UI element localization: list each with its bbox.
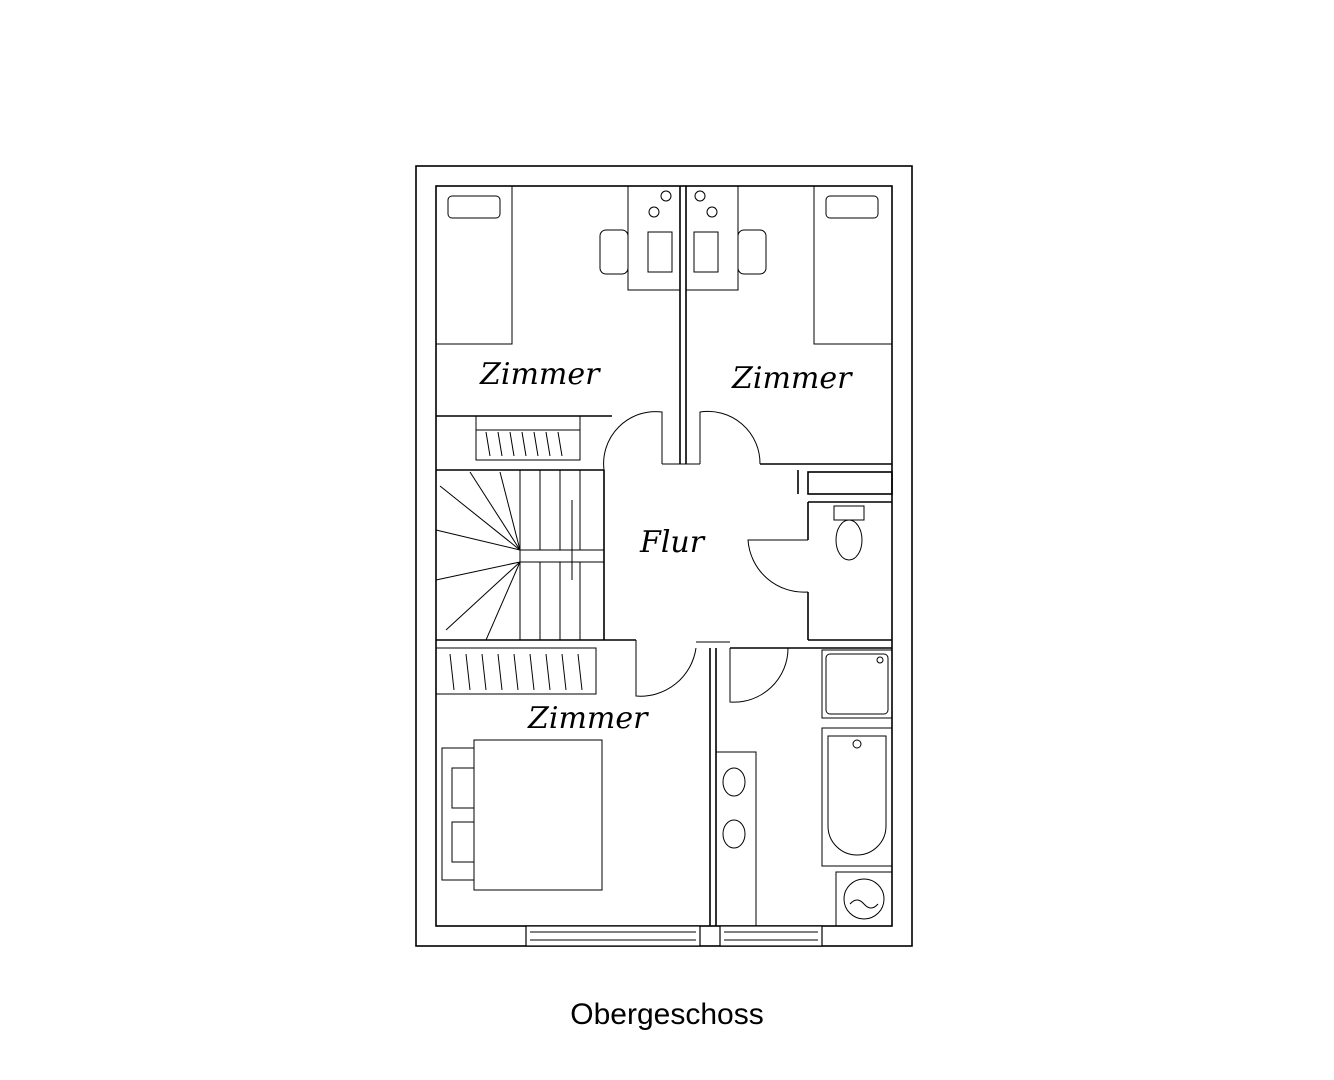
wardrobe-top: [475, 415, 581, 461]
windows: [525, 925, 823, 947]
bathtub: [821, 727, 893, 867]
plan-caption: Obergeschoss: [570, 998, 764, 1031]
room-label-hallway: Flur: [639, 525, 706, 560]
desk-left: [599, 185, 681, 291]
desk-right: [685, 185, 767, 291]
toilet: [833, 505, 865, 561]
bed-top-left: [435, 185, 513, 345]
room-label-top-left: Zimmer: [479, 357, 601, 392]
room-label-bottom-left: Zimmer: [527, 701, 649, 736]
double-bed: [441, 739, 603, 891]
shower-tray: [821, 649, 893, 719]
bed-top-right: [813, 185, 893, 345]
doors: [603, 410, 809, 703]
double-washbasin: [715, 751, 757, 927]
room-label-top-right: Zimmer: [731, 361, 853, 396]
wardrobe-bottom: [435, 647, 597, 695]
washing-machine: [835, 871, 893, 927]
staircase: [435, 470, 604, 641]
